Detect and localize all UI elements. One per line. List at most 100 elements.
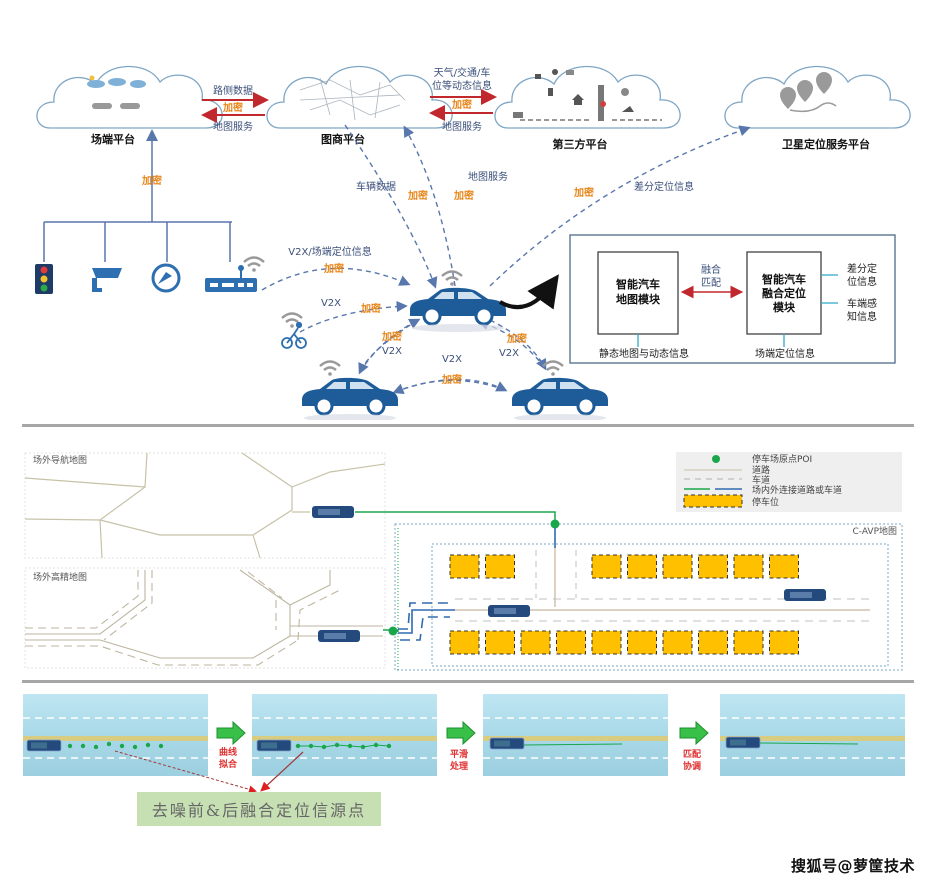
truck-icon bbox=[26, 739, 62, 752]
map-module-line2: 地图模块 bbox=[616, 292, 661, 306]
static-dynamic-label: 静态地图与动态信息 bbox=[599, 347, 689, 360]
fusion-match-line2: 匹配 bbox=[701, 277, 721, 289]
parking-space bbox=[662, 554, 693, 579]
map-layers-diagram: 场外导航地图 场外高精地图 停车场原点POI 道路 车 bbox=[24, 452, 903, 671]
position-point bbox=[93, 744, 99, 750]
label-dynamic-info-1: 天气/交通/车 bbox=[434, 66, 491, 79]
label-encrypt: 加密 bbox=[323, 262, 344, 275]
position-point bbox=[67, 743, 73, 749]
label-map-service-vehicle: 地图服务 bbox=[468, 170, 508, 183]
pointer-raw bbox=[114, 750, 257, 794]
position-point bbox=[80, 743, 86, 749]
position-point bbox=[106, 741, 112, 747]
position-point bbox=[145, 742, 151, 748]
expand-arrow bbox=[499, 274, 559, 310]
car-topview-icon bbox=[488, 605, 530, 617]
fitted-curve bbox=[298, 744, 390, 748]
label-dynamic-info-2: 位等动态信息 bbox=[432, 79, 492, 92]
wifi-icon bbox=[242, 256, 266, 274]
parking-space bbox=[591, 554, 622, 579]
position-point bbox=[132, 744, 138, 750]
platform-label-gnss: 卫星定位服务平台 bbox=[782, 137, 870, 151]
step-label: 拟合 bbox=[219, 758, 238, 770]
position-point bbox=[119, 743, 125, 749]
legend-label: 停车位 bbox=[752, 496, 779, 508]
cloud-third-party bbox=[494, 65, 681, 129]
label-v2x: V2X bbox=[321, 298, 341, 309]
step-label: 平滑 bbox=[450, 748, 468, 760]
label-v2x: V2X bbox=[499, 348, 519, 359]
city-services-icon bbox=[513, 69, 662, 121]
parking-space bbox=[769, 554, 799, 579]
poi-dot-top bbox=[550, 519, 560, 529]
parking-row-top bbox=[449, 554, 799, 579]
step-label: 曲线 bbox=[219, 746, 237, 758]
parking-space bbox=[733, 630, 764, 655]
legend-label: 停车场原点POI bbox=[752, 453, 812, 465]
device-bus bbox=[43, 221, 232, 262]
label-encrypt: 加密 bbox=[451, 98, 472, 111]
lane-panel-fitted bbox=[251, 693, 438, 777]
parking-space bbox=[698, 554, 728, 579]
cavp-label: C-AVP地图 bbox=[853, 525, 898, 537]
radar-icon bbox=[151, 263, 181, 293]
map-pins-icon bbox=[780, 72, 837, 113]
cyclist-icon bbox=[281, 321, 307, 349]
poi-dot-bottom bbox=[388, 626, 398, 636]
lane-panel-smoothed bbox=[482, 693, 669, 777]
label-encrypt: 加密 bbox=[407, 189, 428, 202]
nav-map-label: 场外导航地图 bbox=[33, 454, 87, 466]
label-encrypt: 加密 bbox=[222, 101, 243, 114]
wifi-icon bbox=[318, 360, 342, 378]
parking-row-bottom bbox=[449, 630, 799, 655]
vehicle-sense-line2: 知信息 bbox=[847, 310, 877, 323]
label-encrypt: 加密 bbox=[381, 330, 402, 343]
parking-space bbox=[449, 630, 480, 655]
diff-info-line1: 差分定 bbox=[847, 262, 877, 275]
matched-line bbox=[759, 742, 859, 745]
label-roadside-data: 路侧数据 bbox=[213, 84, 253, 97]
map-module-line1: 智能汽车 bbox=[616, 277, 660, 291]
parking-space bbox=[769, 630, 799, 655]
parking-space bbox=[627, 554, 657, 579]
vehicle-sense-line1: 车端感 bbox=[847, 297, 877, 310]
parking-space bbox=[698, 630, 728, 655]
platform-label-field: 场端平台 bbox=[91, 132, 135, 146]
architecture-diagram: 场端平台 图商平台 第三方平台 卫星定位服务平台 路侧数据 加密 地图服务 天气… bbox=[35, 65, 911, 420]
wifi-icon bbox=[440, 270, 464, 288]
poi-connector-top bbox=[385, 511, 556, 524]
legend-label: 车道 bbox=[752, 474, 770, 486]
diff-info-line2: 位信息 bbox=[847, 275, 877, 288]
denoise-caption: 去噪前&后融合定位信源点 bbox=[137, 792, 381, 826]
parking-space bbox=[520, 630, 551, 655]
fusion-match-line1: 融合 bbox=[701, 263, 721, 276]
parking-space bbox=[485, 630, 515, 655]
hd-map-label: 场外高精地图 bbox=[33, 571, 87, 583]
raw-points bbox=[67, 741, 164, 750]
nav-map-roads bbox=[24, 452, 386, 559]
lane-panel-raw bbox=[22, 693, 209, 777]
camera-icon bbox=[92, 268, 122, 292]
car-icon-left bbox=[300, 376, 400, 420]
car-topview-icon bbox=[784, 589, 826, 601]
module-connectors bbox=[637, 274, 838, 347]
traffic-light-icon bbox=[35, 264, 53, 294]
field-positioning-label: 场端定位信息 bbox=[755, 347, 815, 360]
arrow-right-icon bbox=[679, 721, 709, 745]
section-divider bbox=[22, 680, 914, 683]
arrow-right-icon bbox=[216, 721, 246, 745]
connect-lanes-blue bbox=[398, 602, 455, 641]
hd-map-lanes bbox=[25, 570, 341, 666]
parking-space bbox=[556, 630, 586, 655]
section-divider bbox=[22, 424, 914, 427]
fusion-module-line1: 智能汽车 bbox=[762, 272, 806, 286]
legend-parking-symbol bbox=[683, 494, 743, 508]
legend-poi-symbol bbox=[712, 455, 720, 463]
rsu-icon bbox=[205, 265, 257, 292]
platform-label-map-vendor: 图商平台 bbox=[321, 132, 365, 146]
car-icon-right bbox=[510, 376, 610, 420]
label-v2x-field-positioning: V2X/场端定位信息 bbox=[288, 245, 371, 258]
smoothed-line bbox=[523, 743, 623, 746]
truck-icon bbox=[256, 739, 292, 752]
step-label: 协调 bbox=[683, 760, 701, 772]
